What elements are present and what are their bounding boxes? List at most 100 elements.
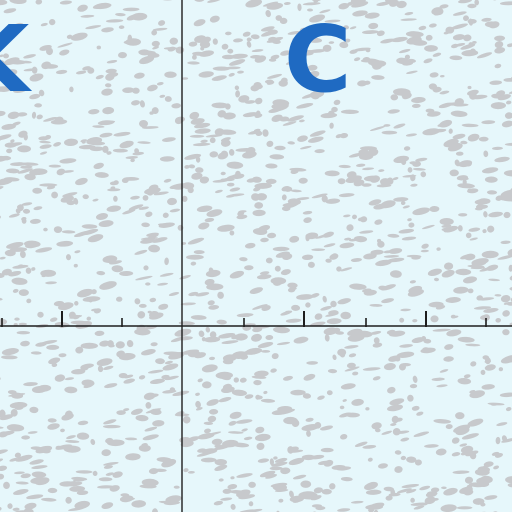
snow-blob [333, 99, 341, 106]
snow-blob [80, 364, 89, 371]
snow-blob [336, 266, 342, 272]
snow-blob [315, 506, 326, 511]
snow-blob [495, 317, 501, 323]
snow-blob [357, 80, 368, 87]
snow-blob [198, 330, 205, 338]
snow-blob [393, 197, 409, 202]
snow-blob [281, 186, 291, 192]
snow-blob [58, 302, 74, 311]
snow-blob [268, 108, 281, 114]
snow-blob [239, 257, 248, 262]
snow-blob [104, 383, 118, 389]
snow-blob [49, 18, 56, 26]
snow-blob [344, 345, 359, 349]
snow-blob [386, 177, 394, 185]
snow-blob [303, 217, 312, 223]
snow-blob [502, 310, 510, 317]
snow-blob [396, 488, 412, 494]
snow-blob [449, 169, 459, 177]
snow-blob [398, 228, 415, 234]
snow-blob [322, 231, 334, 238]
snow-blob [469, 237, 478, 241]
snow-blob [350, 328, 362, 336]
snow-blob [320, 425, 333, 431]
snow-blob [6, 241, 24, 249]
snow-blob [253, 84, 263, 90]
snow-blob [0, 458, 4, 463]
snow-blob [225, 66, 241, 70]
snow-blob [332, 253, 338, 258]
snow-blob [323, 243, 336, 248]
snow-blob [404, 11, 414, 16]
snow-blob [411, 39, 428, 46]
snow-blob [292, 474, 307, 480]
snow-blob [238, 95, 250, 103]
snow-blob [125, 453, 141, 461]
snow-blob [345, 412, 360, 418]
snow-blob [138, 50, 156, 54]
snow-blob [465, 232, 472, 239]
snow-blob [233, 377, 239, 383]
snow-blob [407, 394, 414, 402]
snow-blob [430, 315, 439, 323]
snow-blob [218, 129, 237, 135]
snow-blob [228, 431, 244, 434]
snow-blob [320, 112, 338, 119]
snow-blob [370, 125, 386, 132]
snow-blob [0, 0, 8, 6]
snow-blob [145, 402, 152, 409]
snow-blob [0, 431, 8, 438]
snow-blob [163, 47, 179, 50]
snow-blob [481, 384, 495, 390]
snow-blob [491, 451, 500, 456]
snow-blob [353, 235, 368, 243]
snow-blob [31, 267, 36, 271]
snow-blob [29, 218, 41, 224]
snow-blob [61, 230, 76, 234]
snow-blob [4, 249, 16, 257]
snow-blob [40, 22, 48, 27]
snow-blob [494, 156, 510, 163]
snow-blob [348, 353, 357, 358]
snow-blob [344, 366, 360, 372]
snow-blob [383, 363, 396, 371]
snow-blob [505, 407, 512, 412]
snow-blob [372, 342, 383, 348]
snow-blob [201, 364, 218, 373]
snow-blob [305, 302, 311, 308]
snow-blob [75, 470, 93, 474]
snow-blob [73, 263, 78, 268]
snow-blob [234, 85, 240, 91]
snow-blob [13, 22, 24, 30]
snow-blob [287, 115, 304, 122]
snow-blob [208, 267, 214, 274]
snow-blob [11, 121, 21, 126]
snow-blob [10, 162, 27, 167]
snow-blob [45, 281, 57, 285]
snow-blob [87, 234, 104, 243]
snow-blob [414, 459, 422, 466]
snow-blob [152, 46, 160, 50]
snow-blob [236, 214, 248, 220]
snow-blob [187, 61, 200, 65]
snow-blob [90, 438, 96, 446]
snow-blob [429, 205, 440, 213]
snow-blob [193, 352, 207, 359]
snow-blob [105, 19, 124, 23]
snow-blob [211, 102, 229, 109]
snow-blob [122, 87, 135, 94]
snow-blob [327, 368, 338, 374]
snow-blob [193, 250, 205, 255]
snow-blob [407, 167, 413, 173]
snow-blob [196, 205, 213, 213]
snow-blob [419, 485, 431, 491]
snow-blob [486, 264, 499, 271]
snow-blob [362, 167, 375, 171]
snow-blob [439, 90, 450, 95]
snow-blob [464, 253, 476, 261]
snow-blob [227, 48, 234, 54]
snow-blob [280, 467, 291, 475]
snow-blob [462, 179, 467, 185]
snow-blob [264, 79, 274, 84]
